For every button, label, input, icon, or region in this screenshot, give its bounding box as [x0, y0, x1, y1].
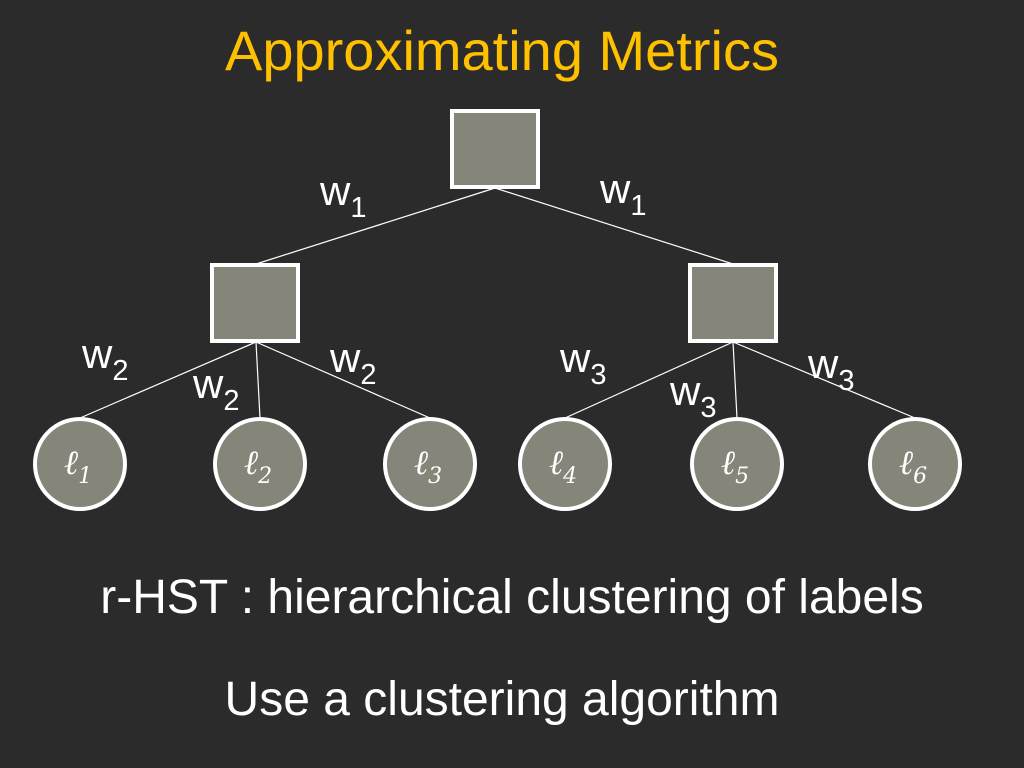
leaf-node-6: ℓ6 [868, 417, 962, 511]
svg-text:ℓ1: ℓ1 [64, 443, 92, 489]
edge-root-right [494, 187, 734, 265]
edge-left-leaf3 [255, 341, 431, 419]
slide-title: Approximating Metrics [225, 19, 779, 82]
edge-label-w3-a: w3 [559, 334, 606, 391]
edge-label-w2-b: w2 [192, 360, 239, 417]
edge-label-w3-b: w3 [669, 367, 716, 424]
edge-label-w2-c: w2 [329, 334, 376, 391]
leaf-node-2: ℓ2 [213, 417, 307, 511]
root-node [450, 109, 540, 189]
svg-text:ℓ3: ℓ3 [414, 443, 442, 489]
edge-label-w1-left: w1 [319, 167, 366, 224]
edge-left-leaf1 [79, 341, 257, 419]
leaf-node-4: ℓ4 [518, 417, 612, 511]
leaf-node-3: ℓ3 [383, 417, 477, 511]
clustering-caption: Use a clustering algorithm [224, 673, 780, 726]
left-cluster-node [210, 263, 300, 343]
leaf-node-5: ℓ5 [690, 417, 784, 511]
leaf-node-1: ℓ1 [33, 417, 127, 511]
svg-text:ℓ5: ℓ5 [721, 443, 749, 489]
edge-right-leaf5 [732, 341, 738, 419]
svg-text:ℓ6: ℓ6 [899, 443, 927, 489]
edge-right-leaf4 [564, 341, 734, 419]
svg-text:ℓ2: ℓ2 [244, 443, 272, 489]
edge-left-leaf2 [255, 341, 261, 419]
hst-caption: r-HST : hierarchical clustering of label… [100, 571, 924, 624]
edge-label-w1-right: w1 [599, 165, 646, 222]
right-cluster-node [688, 263, 778, 343]
svg-text:ℓ4: ℓ4 [549, 443, 577, 489]
edge-label-w3-c: w3 [807, 340, 854, 397]
edge-root-left [255, 187, 496, 265]
edge-label-w2-a: w2 [81, 330, 128, 387]
edge-right-leaf6 [732, 341, 916, 419]
